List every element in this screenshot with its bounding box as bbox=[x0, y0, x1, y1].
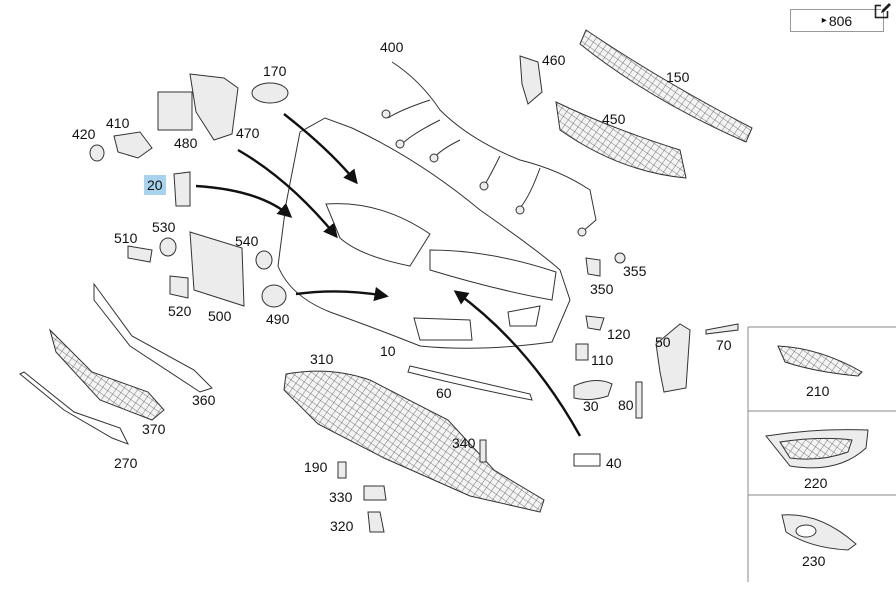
label-part-470[interactable]: 470 bbox=[236, 125, 260, 141]
screw-part-190[interactable] bbox=[337, 461, 347, 479]
label-part-480[interactable]: 480 bbox=[174, 135, 198, 151]
label-part-320[interactable]: 320 bbox=[330, 518, 354, 534]
label-part-170[interactable]: 170 bbox=[263, 63, 287, 79]
clip-part-520[interactable] bbox=[169, 275, 189, 299]
label-part-490[interactable]: 490 bbox=[266, 311, 290, 327]
bolt-part-80[interactable] bbox=[635, 381, 643, 419]
label-part-270[interactable]: 270 bbox=[114, 455, 138, 471]
nut-part-530[interactable] bbox=[159, 237, 177, 257]
label-part-410[interactable]: 410 bbox=[106, 115, 130, 131]
label-part-20[interactable]: 20 bbox=[147, 177, 163, 193]
bolt-part-340[interactable] bbox=[479, 439, 487, 463]
fog-trim-part-230[interactable] bbox=[781, 514, 857, 551]
emblem-part-170[interactable] bbox=[251, 82, 289, 104]
arrow-490 bbox=[295, 286, 389, 302]
sensor-part-410[interactable] bbox=[113, 131, 153, 159]
sensor-part-490[interactable] bbox=[261, 284, 287, 308]
spring-part-40[interactable] bbox=[573, 453, 601, 467]
cover-part-20[interactable] bbox=[173, 171, 191, 207]
label-part-30[interactable]: 30 bbox=[583, 398, 599, 414]
label-part-460[interactable]: 460 bbox=[542, 52, 566, 68]
label-part-120[interactable]: 120 bbox=[607, 326, 631, 342]
grille-frame-part-360[interactable] bbox=[93, 282, 213, 393]
trim-strip-part-150[interactable] bbox=[579, 29, 753, 143]
label-part-80[interactable]: 80 bbox=[618, 397, 634, 413]
arrow-20 bbox=[195, 184, 293, 218]
control-unit-part-480[interactable] bbox=[157, 91, 193, 131]
variant-panels bbox=[747, 326, 896, 582]
label-part-420[interactable]: 420 bbox=[72, 126, 96, 142]
trim-part-450[interactable] bbox=[555, 101, 687, 179]
label-part-190[interactable]: 190 bbox=[304, 459, 328, 475]
label-part-530[interactable]: 530 bbox=[152, 219, 176, 235]
bumper-cover-part-10[interactable] bbox=[277, 117, 571, 349]
clip-part-110[interactable] bbox=[575, 343, 589, 361]
ring-part-420[interactable] bbox=[89, 144, 105, 162]
label-part-355[interactable]: 355 bbox=[623, 263, 647, 279]
cover-part-30[interactable] bbox=[573, 380, 613, 401]
label-part-400[interactable]: 400 bbox=[380, 39, 404, 55]
clip-part-330[interactable] bbox=[363, 485, 387, 501]
label-part-110[interactable]: 110 bbox=[591, 352, 614, 368]
trim-part-270[interactable] bbox=[19, 371, 130, 445]
screw-part-355[interactable] bbox=[614, 252, 626, 264]
bolt-part-510[interactable] bbox=[127, 245, 153, 263]
bracket-part-480-top[interactable] bbox=[189, 73, 239, 141]
label-part-230[interactable]: 230 bbox=[802, 553, 826, 569]
arrow-40 bbox=[453, 290, 582, 437]
reference-page-number: 806 bbox=[828, 12, 853, 29]
label-part-10[interactable]: 10 bbox=[380, 343, 396, 359]
arrow-right-icon: ▸ bbox=[821, 15, 827, 26]
screw-part-320[interactable] bbox=[367, 511, 385, 533]
clip-part-120[interactable] bbox=[585, 315, 605, 331]
label-part-350[interactable]: 350 bbox=[590, 281, 614, 297]
label-part-540[interactable]: 540 bbox=[235, 233, 259, 249]
edit-icon[interactable] bbox=[874, 2, 892, 20]
label-part-450[interactable]: 450 bbox=[602, 111, 626, 127]
clip-part-350[interactable] bbox=[585, 257, 601, 277]
cap-part-540[interactable] bbox=[255, 250, 273, 270]
arrow-470 bbox=[237, 148, 338, 239]
reference-page-link[interactable]: ▸ 806 bbox=[790, 9, 884, 32]
label-part-310[interactable]: 310 bbox=[310, 351, 334, 367]
label-part-40[interactable]: 40 bbox=[606, 455, 622, 471]
strip-part-60[interactable] bbox=[407, 365, 533, 401]
label-part-360[interactable]: 360 bbox=[192, 392, 216, 408]
bracket-part-460[interactable] bbox=[519, 55, 543, 105]
label-part-370[interactable]: 370 bbox=[142, 421, 166, 437]
label-part-60[interactable]: 60 bbox=[436, 385, 452, 401]
plate-bracket-part-500[interactable] bbox=[189, 231, 245, 307]
arrow-170 bbox=[283, 113, 358, 185]
bracket-part-50[interactable] bbox=[655, 323, 691, 393]
label-part-220[interactable]: 220 bbox=[804, 475, 828, 491]
label-part-50[interactable]: 50 bbox=[655, 334, 671, 350]
label-part-150[interactable]: 150 bbox=[666, 69, 690, 85]
label-part-500[interactable]: 500 bbox=[208, 308, 232, 324]
label-part-340[interactable]: 340 bbox=[452, 435, 476, 451]
highlight-box-20 bbox=[144, 175, 166, 195]
underbody-panel-part-310[interactable] bbox=[283, 370, 545, 513]
grille-part-210[interactable] bbox=[777, 345, 863, 377]
grille-part-370[interactable] bbox=[49, 328, 165, 421]
label-part-330[interactable]: 330 bbox=[329, 489, 353, 505]
label-part-70[interactable]: 70 bbox=[716, 337, 732, 353]
label-part-210[interactable]: 210 bbox=[806, 383, 830, 399]
label-part-520[interactable]: 520 bbox=[168, 303, 192, 319]
wiring-harness-part-400[interactable] bbox=[391, 61, 597, 233]
label-part-510[interactable]: 510 bbox=[114, 230, 138, 246]
screw-part-70[interactable] bbox=[705, 323, 739, 335]
